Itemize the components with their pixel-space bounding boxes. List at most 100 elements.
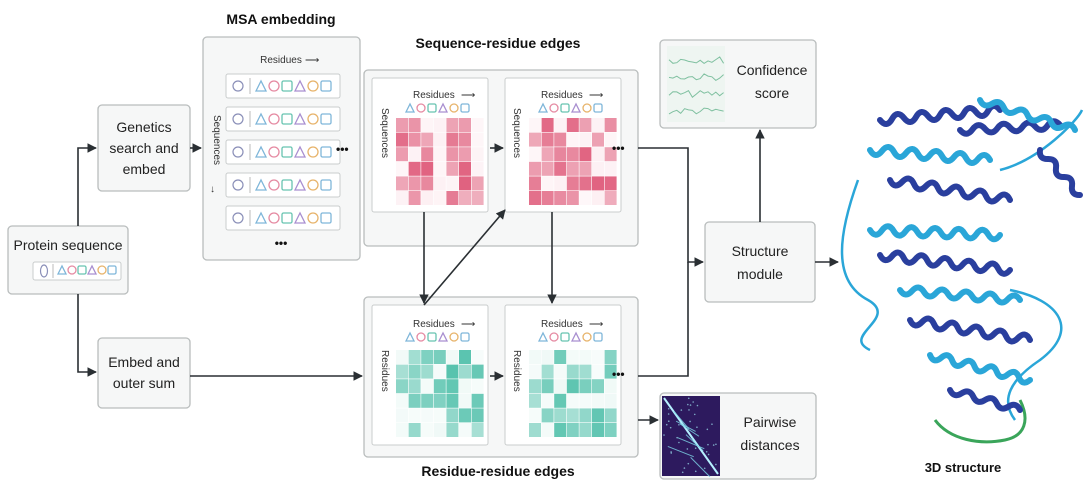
sequence-matrix-1-cells <box>396 102 484 205</box>
heatmap-speckle <box>715 443 717 446</box>
matrix-cell <box>566 350 579 364</box>
arrow-protein-to-genetics <box>77 143 97 226</box>
residue-glyph-square <box>320 80 332 92</box>
heatmap-speckle <box>687 462 690 465</box>
residue-matrix-1-cells <box>396 331 484 437</box>
matrix-cell <box>529 408 541 423</box>
heatmap-speckle <box>687 397 690 400</box>
seq2-sequences-label: Sequences <box>511 108 522 158</box>
residue-glyph-triangle <box>537 331 549 342</box>
residue-glyph-triangle <box>254 145 268 158</box>
matrix-cell <box>592 118 604 132</box>
pairwise-line-1: Pairwise <box>744 414 797 430</box>
matrix-cell <box>554 191 567 205</box>
matrix-cell <box>446 161 459 176</box>
residue-matrix-2: Residues ⟶ Residues <box>504 304 622 446</box>
protein-coil <box>1006 288 1063 421</box>
heatmap-speckle <box>669 426 672 429</box>
matrix-cell <box>471 350 484 364</box>
msa-row <box>225 205 341 231</box>
residue-glyph-square <box>593 103 603 113</box>
matrix-cell <box>421 132 434 147</box>
matrix-cell <box>396 379 408 394</box>
residue-glyph-triangle <box>293 79 307 92</box>
matrix-cell <box>604 132 617 147</box>
residue-glyph-square <box>460 103 470 113</box>
protein-tail-coil <box>933 399 1027 444</box>
arrow-res-edges-to-structure <box>638 262 689 377</box>
genetics-line-2: search and <box>109 140 178 156</box>
residue-glyph-circle <box>549 103 559 113</box>
msa-rows <box>225 73 341 231</box>
matrix-cell <box>566 132 579 147</box>
seq1-residues-label: Residues <box>413 90 455 101</box>
residue-glyph-circle <box>268 146 280 158</box>
residue-glyph-square <box>320 146 332 158</box>
residue-glyph-triangle <box>86 264 98 275</box>
msa-row <box>225 73 341 99</box>
matrix-cell <box>566 379 579 394</box>
matrix-cell <box>541 393 554 408</box>
protein-coil <box>999 109 1084 172</box>
matrix-cell <box>471 393 484 408</box>
matrix-cell <box>446 132 459 147</box>
matrix-cell <box>579 191 592 205</box>
matrix-cell <box>446 118 459 132</box>
matrix-cell <box>459 364 471 379</box>
matrix-cell <box>471 364 484 379</box>
matrix-cell <box>421 379 434 394</box>
res1-residues-label: Residues <box>413 319 455 330</box>
heatmap-speckle <box>688 409 690 411</box>
matrix-cell <box>541 161 554 176</box>
heatmap-speckle <box>692 401 694 403</box>
protein-helix <box>867 144 993 166</box>
heatmap-diagonal <box>663 397 719 475</box>
sequence-residue-edges-title: Sequence-residue edges <box>416 35 581 51</box>
heatmap-speckle <box>694 447 697 450</box>
heatmap-contact-line <box>685 434 704 452</box>
matrix-cell <box>554 176 567 191</box>
heatmap-contact-line <box>679 423 700 437</box>
protein-helix <box>927 352 1033 386</box>
heatmap-speckle <box>696 404 699 407</box>
residue-glyph-circle <box>416 332 426 342</box>
matrix-cell <box>396 132 408 147</box>
matrix-cell <box>446 408 459 423</box>
pairwise-heatmap-lines <box>663 397 719 478</box>
matrix-cell <box>554 147 567 162</box>
matrix-cell <box>471 408 484 423</box>
matrix-cell <box>604 161 617 176</box>
matrix-cell <box>396 161 408 176</box>
arrow-seq-edges-to-structure <box>638 147 704 267</box>
residue-glyph-circle <box>582 103 592 113</box>
res2-residues-vertical-label: Residues <box>511 350 522 392</box>
matrix-cell <box>421 423 434 437</box>
heatmap-speckle <box>689 420 691 423</box>
seq1-residues-arrow: ⟶ <box>461 90 475 101</box>
heatmap-speckle <box>681 422 683 425</box>
heatmap-speckle <box>707 443 709 446</box>
matrix-cell <box>579 393 592 408</box>
matrix-cell <box>408 176 421 191</box>
residue-matrix-1: Residues ⟶ Residues <box>371 304 489 446</box>
matrix-cell <box>566 147 579 162</box>
matrix-cell <box>433 350 446 364</box>
seq2-residues-arrow: ⟶ <box>589 90 603 101</box>
matrix-cell <box>529 191 541 205</box>
matrix-cell <box>408 408 421 423</box>
matrix-cell <box>433 132 446 147</box>
matrix-cell <box>541 379 554 394</box>
heatmap-speckle <box>694 470 697 473</box>
heatmap-speckle <box>678 441 680 444</box>
residue-glyph-circle <box>307 80 319 92</box>
matrix-cell <box>579 379 592 394</box>
residue-glyph-square <box>460 332 470 342</box>
matrix-cell <box>396 191 408 205</box>
matrix-cell <box>541 191 554 205</box>
matrix-cell <box>566 176 579 191</box>
matrix-cell <box>592 393 604 408</box>
matrix-cell <box>579 161 592 176</box>
residue-glyph-square <box>560 332 570 342</box>
residue-glyph-triangle <box>404 102 416 113</box>
